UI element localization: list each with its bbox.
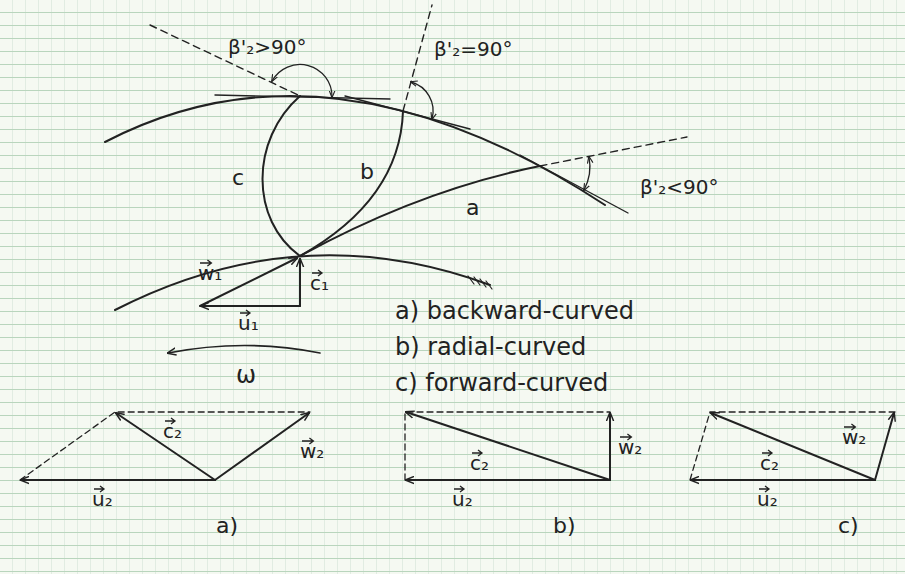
vector-w2 [875, 413, 894, 480]
blade-label: a [466, 196, 479, 220]
vector-label: w₂ [618, 436, 642, 458]
rotation-label: ω [236, 362, 256, 388]
case-label: c) [838, 514, 859, 538]
vector-label: w₂ [300, 440, 324, 462]
blade-type-key: c) forward-curved [395, 370, 608, 396]
blade-direction [540, 137, 687, 166]
vector-label: u₁ [238, 312, 259, 334]
vector-u2 [406, 479, 610, 481]
angle-arc [272, 64, 332, 97]
vector-label: u₂ [757, 488, 778, 510]
angle-arc [584, 157, 590, 190]
construction-line [405, 412, 610, 480]
blade-label: b [360, 160, 374, 184]
outer-circle [105, 96, 605, 205]
blade-a [300, 166, 540, 256]
vector-c1 [299, 259, 301, 306]
vector-c2 [406, 412, 610, 480]
vector-w2 [215, 413, 309, 480]
tangent-line [520, 155, 628, 213]
blade-c [263, 96, 301, 256]
vector-c2 [711, 413, 875, 480]
vector-label: w₂ [842, 426, 866, 448]
blade-type-key: a) backward-curved [395, 298, 634, 324]
vector-label: c₂ [760, 452, 779, 474]
vector-label: w₁ [198, 262, 222, 284]
hatch [468, 276, 492, 289]
blade-direction [403, 5, 432, 111]
tangent-line [345, 96, 470, 129]
vector-u2 [21, 479, 215, 481]
case-label: a) [216, 514, 238, 538]
construction-line [690, 412, 895, 480]
blade-b [300, 111, 403, 256]
angle-arc [411, 82, 433, 119]
vector-label: u₂ [92, 488, 113, 510]
vector-u1 [201, 305, 300, 307]
angle-label: β'₂=90° [434, 38, 513, 60]
vector-label: u₂ [452, 488, 473, 510]
vector-label: c₂ [470, 452, 489, 474]
vector-label: c₁ [310, 272, 329, 294]
vector-u2 [691, 479, 875, 481]
construction-line [20, 412, 310, 480]
blade-label: c [232, 166, 244, 190]
case-label: b) [553, 514, 576, 538]
rotation-arrow [168, 346, 320, 354]
blade-type-key: b) radial-curved [395, 334, 586, 360]
vector-w2 [609, 413, 611, 480]
angle-label: β'₂>90° [228, 36, 307, 58]
angle-label: β'₂<90° [640, 176, 719, 198]
tangent-line [215, 95, 390, 99]
vector-label: c₂ [163, 420, 182, 442]
vector-c2 [116, 413, 215, 480]
